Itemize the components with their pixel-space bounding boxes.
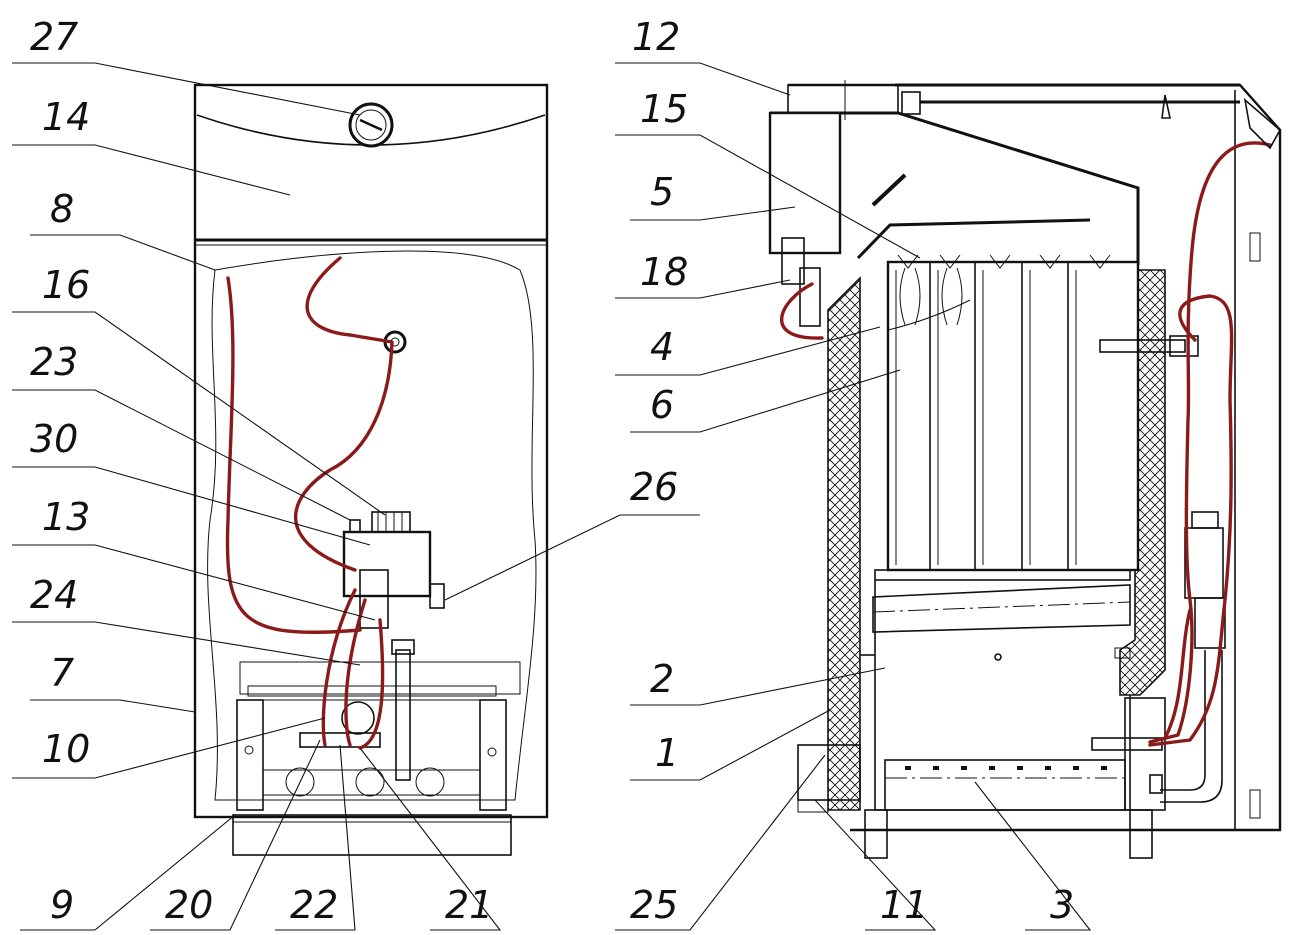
callout-4: 4: [650, 325, 674, 369]
thermometer-icon: [348, 102, 394, 148]
draft-sensor: [781, 237, 805, 285]
callout-9: 9: [50, 883, 74, 927]
front-capillary-top: [293, 256, 394, 572]
section-view: [768, 80, 1282, 859]
section-sensor-wire: [780, 282, 824, 340]
callout-30: 30: [30, 417, 78, 461]
callout-18: 18: [640, 250, 688, 294]
gas-inlet: [797, 744, 861, 801]
insulation-left: [827, 276, 861, 811]
callout-10: 10: [42, 727, 90, 771]
callout-2: 2: [650, 657, 674, 701]
front-thermocouple-wires: [321, 588, 385, 750]
callout-12: 12: [632, 15, 680, 59]
callout-6: 6: [650, 383, 674, 427]
heat-exchanger: [886, 254, 1199, 572]
callout-25: 25: [630, 883, 678, 927]
front-view: [193, 83, 549, 856]
callout-1: 1: [655, 731, 679, 775]
gas-valve: [342, 530, 432, 598]
callout-22: 22: [290, 883, 338, 927]
callout-24: 24: [30, 573, 78, 617]
burner-frame: [239, 661, 521, 695]
cutaway-outline: [207, 250, 537, 801]
callout-14: 14: [42, 95, 90, 139]
callout-5: 5: [650, 170, 674, 214]
front-capillary-left: [225, 276, 362, 634]
callout-20: 20: [165, 883, 213, 927]
gas-pipe-vertical: [395, 649, 411, 781]
callout-3: 3: [1050, 883, 1074, 927]
burner-tray: [232, 814, 512, 856]
section-capillary-main: [1148, 141, 1272, 744]
leader-lines: [12, 62, 1092, 931]
section-capillary-loop: [1148, 294, 1234, 747]
callout-7: 7: [50, 651, 74, 695]
callout-11: 11: [880, 883, 928, 927]
callout-13: 13: [42, 495, 90, 539]
callout-21: 21: [445, 883, 493, 927]
callout-16: 16: [42, 263, 90, 307]
callout-26: 26: [630, 465, 678, 509]
callout-numbers: 27 14 8 16 23 30 13 24 7 10 9 20 22 21 2…: [30, 15, 1074, 927]
callout-15: 15: [640, 87, 688, 131]
baffle: [872, 584, 1131, 633]
callout-23: 23: [30, 340, 78, 384]
front-casing: [193, 83, 549, 819]
callout-27: 27: [30, 15, 78, 59]
callout-8: 8: [50, 187, 74, 231]
